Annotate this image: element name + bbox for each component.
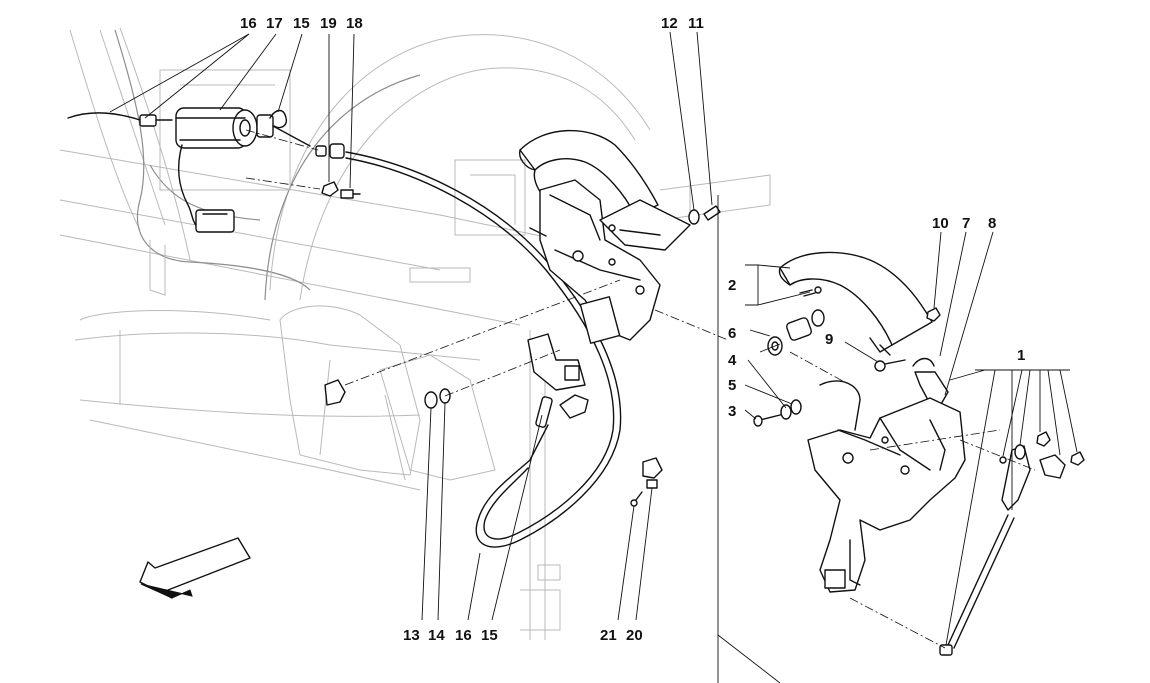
callout-2: 2 [728,277,736,294]
callout-3: 3 [728,403,736,420]
callout-9: 9 [825,331,833,348]
callout-21: 21 [600,627,617,644]
callout-6: 6 [728,325,736,342]
callout-4: 4 [728,352,737,369]
callout-12: 12 [661,15,678,32]
callout-20: 20 [626,627,643,644]
callout-labels: 16 17 15 19 18 12 11 10 7 8 2 6 9 4 5 3 … [240,15,1025,644]
sensor-plug [195,209,235,233]
callout-13: 13 [403,627,420,644]
callout-15-top: 15 [293,15,310,32]
callout-15-bottom: 15 [481,627,498,644]
left-cable [67,112,141,121]
chassis-background [59,27,771,640]
release-cable [345,151,622,548]
callout-16-top: 16 [240,15,257,32]
callout-16-bottom: 16 [455,627,472,644]
callout-11: 11 [688,15,704,32]
actuator-motor [175,107,311,149]
leader-lines [109,31,1078,649]
callout-17: 17 [266,15,283,32]
callout-5: 5 [728,377,736,394]
front-direction-arrow-icon [139,537,251,599]
callout-7: 7 [962,215,970,232]
callout-19: 19 [320,15,337,32]
latch-cover-detail [778,251,933,356]
callout-10: 10 [932,215,949,232]
callout-14: 14 [428,627,445,644]
callout-8: 8 [988,215,996,232]
diagram-components [67,107,1085,683]
callout-18: 18 [346,15,363,32]
callout-1: 1 [1017,347,1025,364]
hood-latch-assembly [529,179,691,344]
main-latch [807,380,966,593]
